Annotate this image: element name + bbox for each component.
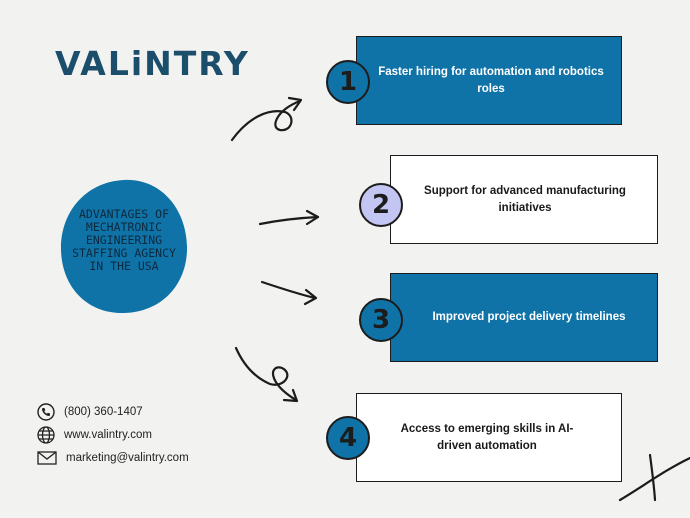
- logo: VALiNTRY: [55, 44, 250, 83]
- phone-text: (800) 360-1407: [64, 406, 143, 418]
- arrow-3: [260, 280, 317, 300]
- advantage-text-4: Access to emerging skills in AI-driven a…: [400, 422, 574, 452]
- phone-icon: [37, 403, 55, 421]
- mail-icon: [37, 451, 57, 465]
- advantage-card-3: Improved project delivery timelines: [390, 273, 658, 362]
- number-badge-2: 2: [359, 183, 403, 227]
- contact-website[interactable]: www.valintry.com: [37, 426, 152, 444]
- email-text: marketing@valintry.com: [66, 452, 189, 464]
- advantage-card-4: Access to emerging skills in AI-driven a…: [356, 393, 622, 482]
- arrow-2: [258, 215, 320, 226]
- arrow-1: [230, 99, 302, 142]
- contact-phone[interactable]: (800) 360-1407: [37, 403, 143, 421]
- cross-decoration: [618, 456, 690, 502]
- center-blob: [60, 179, 188, 314]
- arrow-4: [234, 346, 298, 402]
- advantage-text-3: Improved project delivery timelines: [432, 311, 626, 323]
- advantage-card-2: Support for advanced manufacturing initi…: [390, 155, 658, 244]
- advantage-card-1: Faster hiring for automation and robotic…: [356, 36, 622, 125]
- advantage-text-2: Support for advanced manufacturing initi…: [424, 184, 626, 214]
- contact-email[interactable]: marketing@valintry.com: [37, 450, 189, 466]
- website-text: www.valintry.com: [64, 429, 152, 441]
- number-badge-1: 1: [326, 60, 370, 104]
- number-badge-4: 4: [326, 416, 370, 460]
- advantage-text-1: Faster hiring for automation and robotic…: [378, 65, 604, 95]
- number-badge-3: 3: [359, 298, 403, 342]
- globe-icon: [37, 426, 55, 444]
- center-title: Advantages of Mechatronic Engineering St…: [72, 207, 176, 273]
